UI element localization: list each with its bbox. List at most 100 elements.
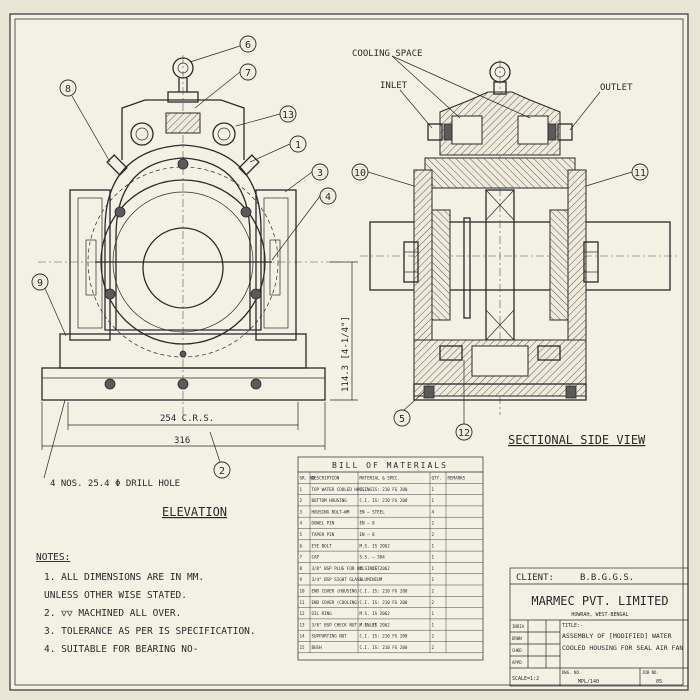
tb-ref: 05 [656, 679, 662, 685]
tb-row-label: APPD [512, 660, 522, 665]
callout-7: 7 [245, 68, 251, 79]
elevation-leaders [43, 45, 321, 463]
bom-cell: 1 [432, 577, 435, 582]
elevation-title: ELEVATION [162, 505, 227, 519]
bom-cell: 11 [300, 600, 306, 605]
notes-block: NOTES: 1. ALL DIMENSIONS ARE IN MM. UNLE… [36, 552, 256, 655]
bom-cell: BOTTOM HOUSING [312, 498, 348, 503]
bom-cell: C.I. IS: 210 FG 200 [360, 634, 408, 639]
bom-cell: 2 [432, 589, 435, 594]
bom-cell: 1 [432, 611, 435, 616]
note-line: 4. SUITABLE FOR BEARING NO- [44, 644, 198, 655]
callout-9: 9 [37, 278, 43, 289]
bom-cell: TOP WATER COOLED HOUSING [312, 487, 373, 492]
bom-cell: 4 [432, 509, 435, 514]
callout-11: 11 [634, 168, 646, 179]
bom-cell: C.I. IS: 210 FG 200 [360, 487, 408, 492]
bom-cell: 14 [300, 634, 306, 639]
bom-cell: 1 [432, 566, 435, 571]
client-name: B.B.G.G.S. [580, 573, 634, 583]
tb-row-label: CHKD [512, 648, 522, 653]
bom-title: BILL OF MATERIALS [332, 461, 448, 470]
tb-title-line1: ASSEMBLY OF [MODIFIED] WATER [562, 632, 672, 640]
bom-cell: 2 [300, 498, 303, 503]
note-line: 3. TOLERANCE AS PER IS SPECIFICATION. [44, 626, 256, 637]
bom-cell: M.S. IS 2062 [360, 543, 391, 548]
company-name: MARMEC PVT. LIMITED [531, 594, 668, 608]
bom-header-cell: MATERIAL & SPEC. [360, 476, 400, 481]
bom-cell: CAP [312, 555, 320, 560]
callout-4: 4 [325, 192, 331, 203]
bom-cell: 1 [432, 543, 435, 548]
bom-cell: M.S. IS 2062 [360, 622, 391, 627]
bom-cell: BUSH [312, 645, 323, 650]
bom-cell: 7 [300, 555, 303, 560]
notes-heading: NOTES: [36, 552, 70, 563]
bom-cell: EN — 8 [360, 532, 376, 537]
bom-cell: 1 [432, 487, 435, 492]
bom-cell: C.I. IS: 210 FG 200 [360, 645, 408, 650]
dim-254-crs: 254 C.R.S. [160, 414, 214, 424]
tb-scale: SCALE=1:2 [512, 676, 539, 682]
bom-cell: 3/4" BSP SIGHT GLASS [312, 577, 363, 582]
bom-cell: 10 [300, 589, 306, 594]
bom-cell: M.S. IS 2062 [360, 611, 391, 616]
bom-cell: 2 [432, 521, 435, 526]
bom-cell: 2 [432, 532, 435, 537]
note-line: 2. ▽▽ MACHINED ALL OVER. [44, 608, 181, 619]
company-address: HOWRAH, WEST-BENGAL [571, 612, 628, 618]
bom-cell: C.I. IS: 210 FG 200 [360, 498, 408, 503]
outlet-label: OUTLET [600, 83, 633, 93]
bom-cell: EN — STEEL [360, 509, 386, 514]
bom-header-cell: QTY. [432, 476, 442, 481]
bom-cell: END COVER (COOLING) [312, 600, 360, 605]
bom-header-cell: DESCRIPTION [312, 476, 340, 481]
bom-cell: M.S. IS 2062 [360, 566, 391, 571]
callout-2: 2 [219, 466, 225, 477]
bom-cell: C.I. IS: 210 FG 200 [360, 600, 408, 605]
bom-header-cell: REMARKS [448, 476, 466, 481]
sectional-side-view [360, 55, 680, 424]
bom-cell: SUPPORTING NUT [312, 634, 348, 639]
callout-8: 8 [65, 84, 71, 95]
bom-cell: HOUSING BOLT—WM [312, 509, 350, 514]
dim-316: 316 [174, 436, 190, 446]
callout-bubbles: 6 7 8 13 1 3 4 9 2 10 11 5 12 [31, 35, 649, 479]
bom-cell: 2 [432, 645, 435, 650]
bom-cell: 1 [300, 487, 303, 492]
bom-cell: C.I. IS: 210 FG 200 [360, 589, 408, 594]
tb-row-label: INDIA [512, 624, 525, 629]
drill-hole-note: 4 NOS. 25.4 Φ DRILL HOLE [50, 479, 180, 489]
callout-3: 3 [317, 168, 323, 179]
bom-cell: 2 [432, 600, 435, 605]
bom-cell: OIL RING [312, 611, 333, 616]
title-block: CLIENT: B.B.G.G.S. MARMEC PVT. LIMITED H… [509, 567, 689, 687]
bom-cell: 3/8" BSP CHECK NUT / INLET [312, 622, 378, 627]
bom-cell: 6 [300, 543, 303, 548]
bom-cell: ALUMINIUM [360, 577, 383, 582]
tb-title-label: TITLE:- [562, 623, 583, 629]
bom-cell: 12 [300, 611, 306, 616]
bom-cell: 3/8" BSP PLUG FOR OIL INLET [312, 566, 381, 571]
tb-ref-label: JOB NO. [642, 670, 659, 675]
callout-12: 12 [458, 428, 470, 439]
inner-border [14, 18, 684, 686]
bom-cell: 8 [300, 566, 303, 571]
tb-row-label: DRWN [512, 636, 522, 641]
note-line: 1. ALL DIMENSIONS ARE IN MM. [44, 572, 204, 583]
note-line: UNLESS OTHER WISE STATED. [44, 590, 187, 601]
bom-cell: 4 [300, 521, 303, 526]
bom-cell: 15 [300, 645, 306, 650]
callout-13: 13 [282, 110, 294, 121]
dim-height: 114.3 [4-1/4"] [341, 316, 351, 392]
elevation-view [38, 55, 358, 479]
bom-cell: EN — 8 [360, 521, 376, 526]
bom-cell: 9 [300, 577, 303, 582]
bom-cell: 13 [300, 622, 306, 627]
bom-cell: 5 [300, 532, 303, 537]
bom-cell: TAPER PIN [312, 532, 335, 537]
client-label: CLIENT: [516, 573, 554, 583]
bom-cell: 2 [432, 634, 435, 639]
bom-cell: END COVER (HOUSING) [312, 589, 360, 594]
